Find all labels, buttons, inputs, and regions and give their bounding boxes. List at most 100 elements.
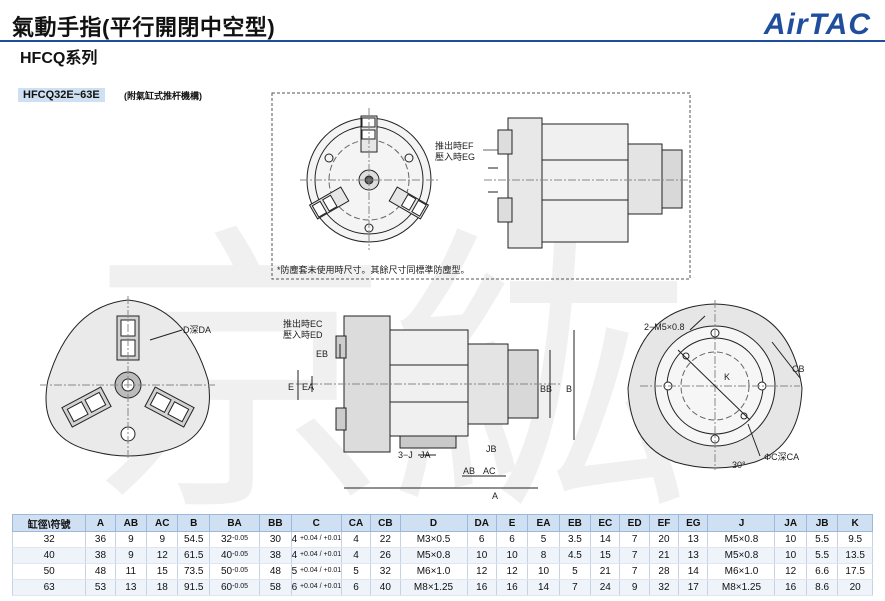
table-cell: 10 [495,547,529,564]
table-cell: 12 [146,547,179,564]
ba-tolerance: -0.05 [232,551,249,558]
col-header: AC [146,514,179,532]
table-cell-ba: 60-0.05 [208,579,261,596]
table-cell: 50 [11,563,87,580]
table-cell: 54.5 [177,531,210,548]
table-cell: 9 [114,531,148,548]
table-cell: 17 [678,579,709,596]
label-ef: 推出時EF [435,140,474,151]
ba-tolerance: -0.05 [232,567,249,574]
table-cell: 30 [259,531,292,548]
table-cell: 14 [527,579,560,596]
table-cell: 38 [85,547,116,564]
table-cell: 14 [590,531,621,548]
table-cell: 14 [678,563,709,580]
label-cb: CB [792,364,805,374]
table-cell: 24 [590,579,621,596]
table-cell: 21 [590,563,621,580]
table-cell: 8.6 [805,579,839,596]
table-cell: 61.5 [177,547,210,564]
inset-side-view [483,117,690,249]
table-cell: 12 [495,563,529,580]
label-30: 30° [732,460,746,470]
table-cell: 12 [774,563,807,580]
col-header: DA [466,514,497,532]
label-ca: ΦC深CA [764,452,799,462]
label-ed: 壓入時ED [283,330,323,340]
table-cell: 73.5 [177,563,210,580]
table-cell-ba: 40-0.05 [208,547,261,564]
table-cell: 4 [340,547,372,564]
col-header: CA [340,514,372,532]
table-cell: 9 [114,547,148,564]
table-cell: 53 [85,579,116,596]
series-title: HFCQ系列 [20,50,98,67]
table-cell: 32 [370,563,401,580]
c-value: 4 [291,550,298,561]
inset-note: *防塵套未使用時尺寸。其餘尺寸同標準防塵型。 [277,264,470,275]
table-cell: M8×1.25 [399,579,468,596]
table-cell: 15 [590,547,621,564]
col-header: ED [619,514,650,532]
label-b: B [566,384,572,394]
col-header: JB [805,514,839,532]
table-cell-ba: 50-0.05 [208,563,261,580]
table-cell: 15 [146,563,179,580]
table-cell: 5.5 [805,531,839,548]
table-cell: 3.5 [558,531,592,548]
table-cell: 6 [466,531,497,548]
table-cell: 13.5 [837,547,873,564]
header-rule [0,40,885,42]
technical-drawings: 京紘 推出時EF 壓入時EG *防塵套未使用時尺寸。其餘尺寸同標準防塵型。 [40,92,805,512]
ba-value: 60 [220,582,233,593]
table-cell: 10 [774,547,807,564]
col-header: EA [527,514,560,532]
table-cell: 7 [619,531,650,548]
spec-table: 缸徑\符號 A AB AC B BA BB C CA CB D DA E EA … [11,514,873,596]
ba-tolerance: -0.05 [232,583,249,590]
label-d-da: D深DA [183,325,211,335]
table-cell-c: 6 +0.04 / +0.01 [290,579,342,596]
col-header: EC [590,514,621,532]
table-cell: 5.5 [805,547,839,564]
table-cell: 9.5 [837,531,873,548]
ba-tolerance: -0.05 [232,535,249,542]
table-cell: 22 [370,531,401,548]
side-view [296,315,575,489]
table-cell: 48 [259,563,292,580]
brand-logo: AirTAC [763,8,871,41]
c-value: 6 [291,582,298,593]
page-title: 氣動手指(平行開閉中空型) [12,15,276,40]
table-cell: 13 [678,531,709,548]
table-cell: 13 [114,579,148,596]
label-3j: 3−J [398,450,413,460]
table-cell: 40 [370,579,401,596]
table-row: 50 48 11 15 73.5 50-0.05 48 5 +0.04 / +0… [11,563,873,580]
table-cell: 8 [527,547,560,564]
label-ac: AC [483,466,496,476]
table-cell: 91.5 [177,579,210,596]
table-cell: 32 [11,531,87,548]
table-cell: 17.5 [837,563,873,580]
table-row: 32 36 9 9 54.5 32-0.05 30 4 +0.04 / +0.0… [11,531,873,548]
inset-front-view [300,108,438,250]
table-cell: 16 [466,579,497,596]
c-tolerance: +0.04 / +0.01 [299,535,342,542]
col-header: JA [774,514,807,532]
table-cell: 7 [619,547,650,564]
table-cell: 9 [146,531,179,548]
table-cell: 4.5 [558,547,592,564]
table-cell: 48 [85,563,116,580]
table-cell: M5×0.8 [707,531,776,548]
table-cell: M3×0.5 [399,531,468,548]
label-ja: JA [420,450,431,460]
c-value: 4 [291,534,298,545]
table-cell: M5×0.8 [707,547,776,564]
table-cell: 7 [558,579,592,596]
label-eg: 壓入時EG [435,152,475,162]
table-cell: 7 [619,563,650,580]
table-cell: 10 [527,563,560,580]
table-cell: 20 [648,531,680,548]
ba-value: 40 [220,550,233,561]
table-cell: 10 [466,547,497,564]
